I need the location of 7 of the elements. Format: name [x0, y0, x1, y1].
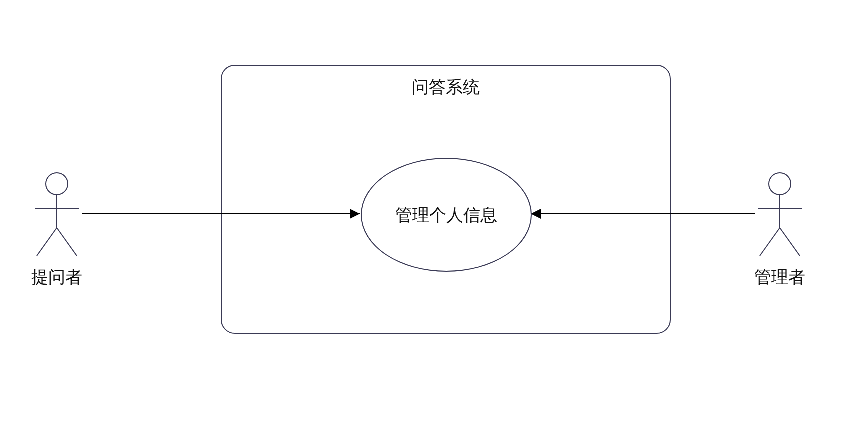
actor-name: 管理者 — [754, 267, 806, 289]
system-title: 问答系统 — [411, 77, 481, 99]
system-boundary — [221, 65, 671, 334]
use-case-ellipse: 管理个人信息 — [361, 158, 532, 272]
actor-name: 提问者 — [30, 267, 84, 289]
arrow — [82, 209, 360, 219]
arrow — [530, 209, 756, 219]
